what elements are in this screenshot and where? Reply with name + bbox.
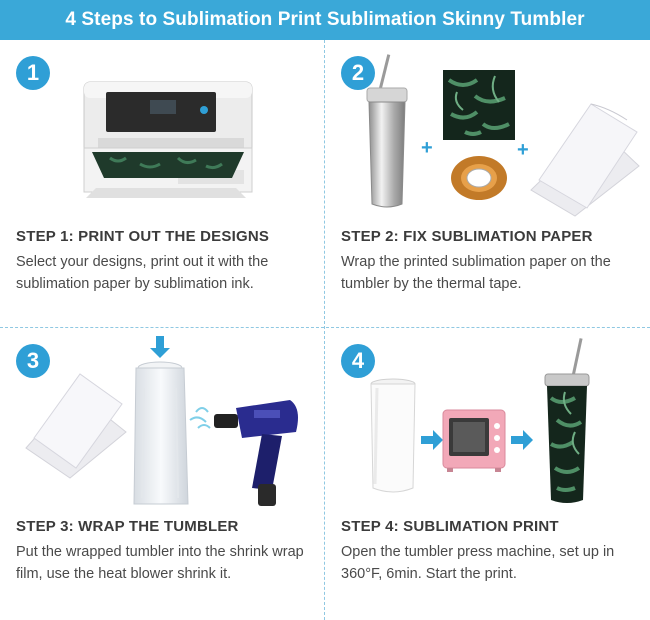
step-1-description: Select your designs, print out it with t… <box>16 254 269 292</box>
arrow-right-icon <box>421 430 443 450</box>
step-4-illustration <box>370 338 590 503</box>
step-1-title: STEP 1: PRINT OUT THE DESIGNS <box>16 228 270 245</box>
step-4-panel: 4 STEP 4: SUBLIMATION PRINT Open the tum… <box>325 328 650 620</box>
plus-icon: + <box>517 139 529 161</box>
shrink-film-icon <box>133 361 189 505</box>
step-2-title: STEP 2: FIX SUBLIMATION PAPER <box>341 228 593 245</box>
white-tumbler-icon <box>370 378 416 493</box>
step-2-description: Wrap the printed sublimation paper on th… <box>341 254 611 292</box>
step-1-illustration <box>83 81 253 198</box>
step-2-panel: + + 2 STEP 2: FIX SUBLIMATION PAPER Wrap… <box>325 40 650 327</box>
arrow-right-icon <box>511 430 533 450</box>
page-title: 4 Steps to Sublimation Print Sublimation… <box>0 0 650 40</box>
step-2-badge: 2 <box>341 56 375 90</box>
step-3-title: STEP 3: WRAP THE TUMBLER <box>16 518 239 535</box>
step-3-panel: 3 STEP 3: WRAP THE TUMBLER Put the wrapp… <box>0 328 324 620</box>
leaf-pattern-icon <box>443 70 515 140</box>
paper-sheets-icon <box>25 373 127 479</box>
step-4-description: Open the tumbler press machine, set up i… <box>341 544 615 582</box>
paper-sheets-icon <box>530 103 640 217</box>
step-2-illustration: + + <box>366 54 640 217</box>
printer-icon <box>83 81 253 198</box>
vertical-divider <box>324 40 325 620</box>
horizontal-divider <box>0 327 650 328</box>
plus-icon: + <box>421 137 433 159</box>
arrow-down-icon <box>150 336 170 358</box>
step-3-badge: 3 <box>16 344 50 378</box>
printed-tumbler-icon <box>544 338 590 503</box>
thermal-tape-icon <box>451 156 507 200</box>
step-4-title: STEP 4: SUBLIMATION PRINT <box>341 518 559 535</box>
heat-gun-icon <box>189 400 298 506</box>
oven-icon <box>442 409 506 472</box>
tumbler-icon <box>366 54 408 208</box>
step-3-illustration <box>25 336 298 506</box>
step-4-badge: 4 <box>341 344 375 378</box>
step-3-description: Put the wrapped tumbler into the shrink … <box>16 544 304 582</box>
step-1-badge: 1 <box>16 56 50 90</box>
step-1-panel: 1 STEP 1: PRINT OUT THE DESIGNS Select y… <box>0 40 324 327</box>
